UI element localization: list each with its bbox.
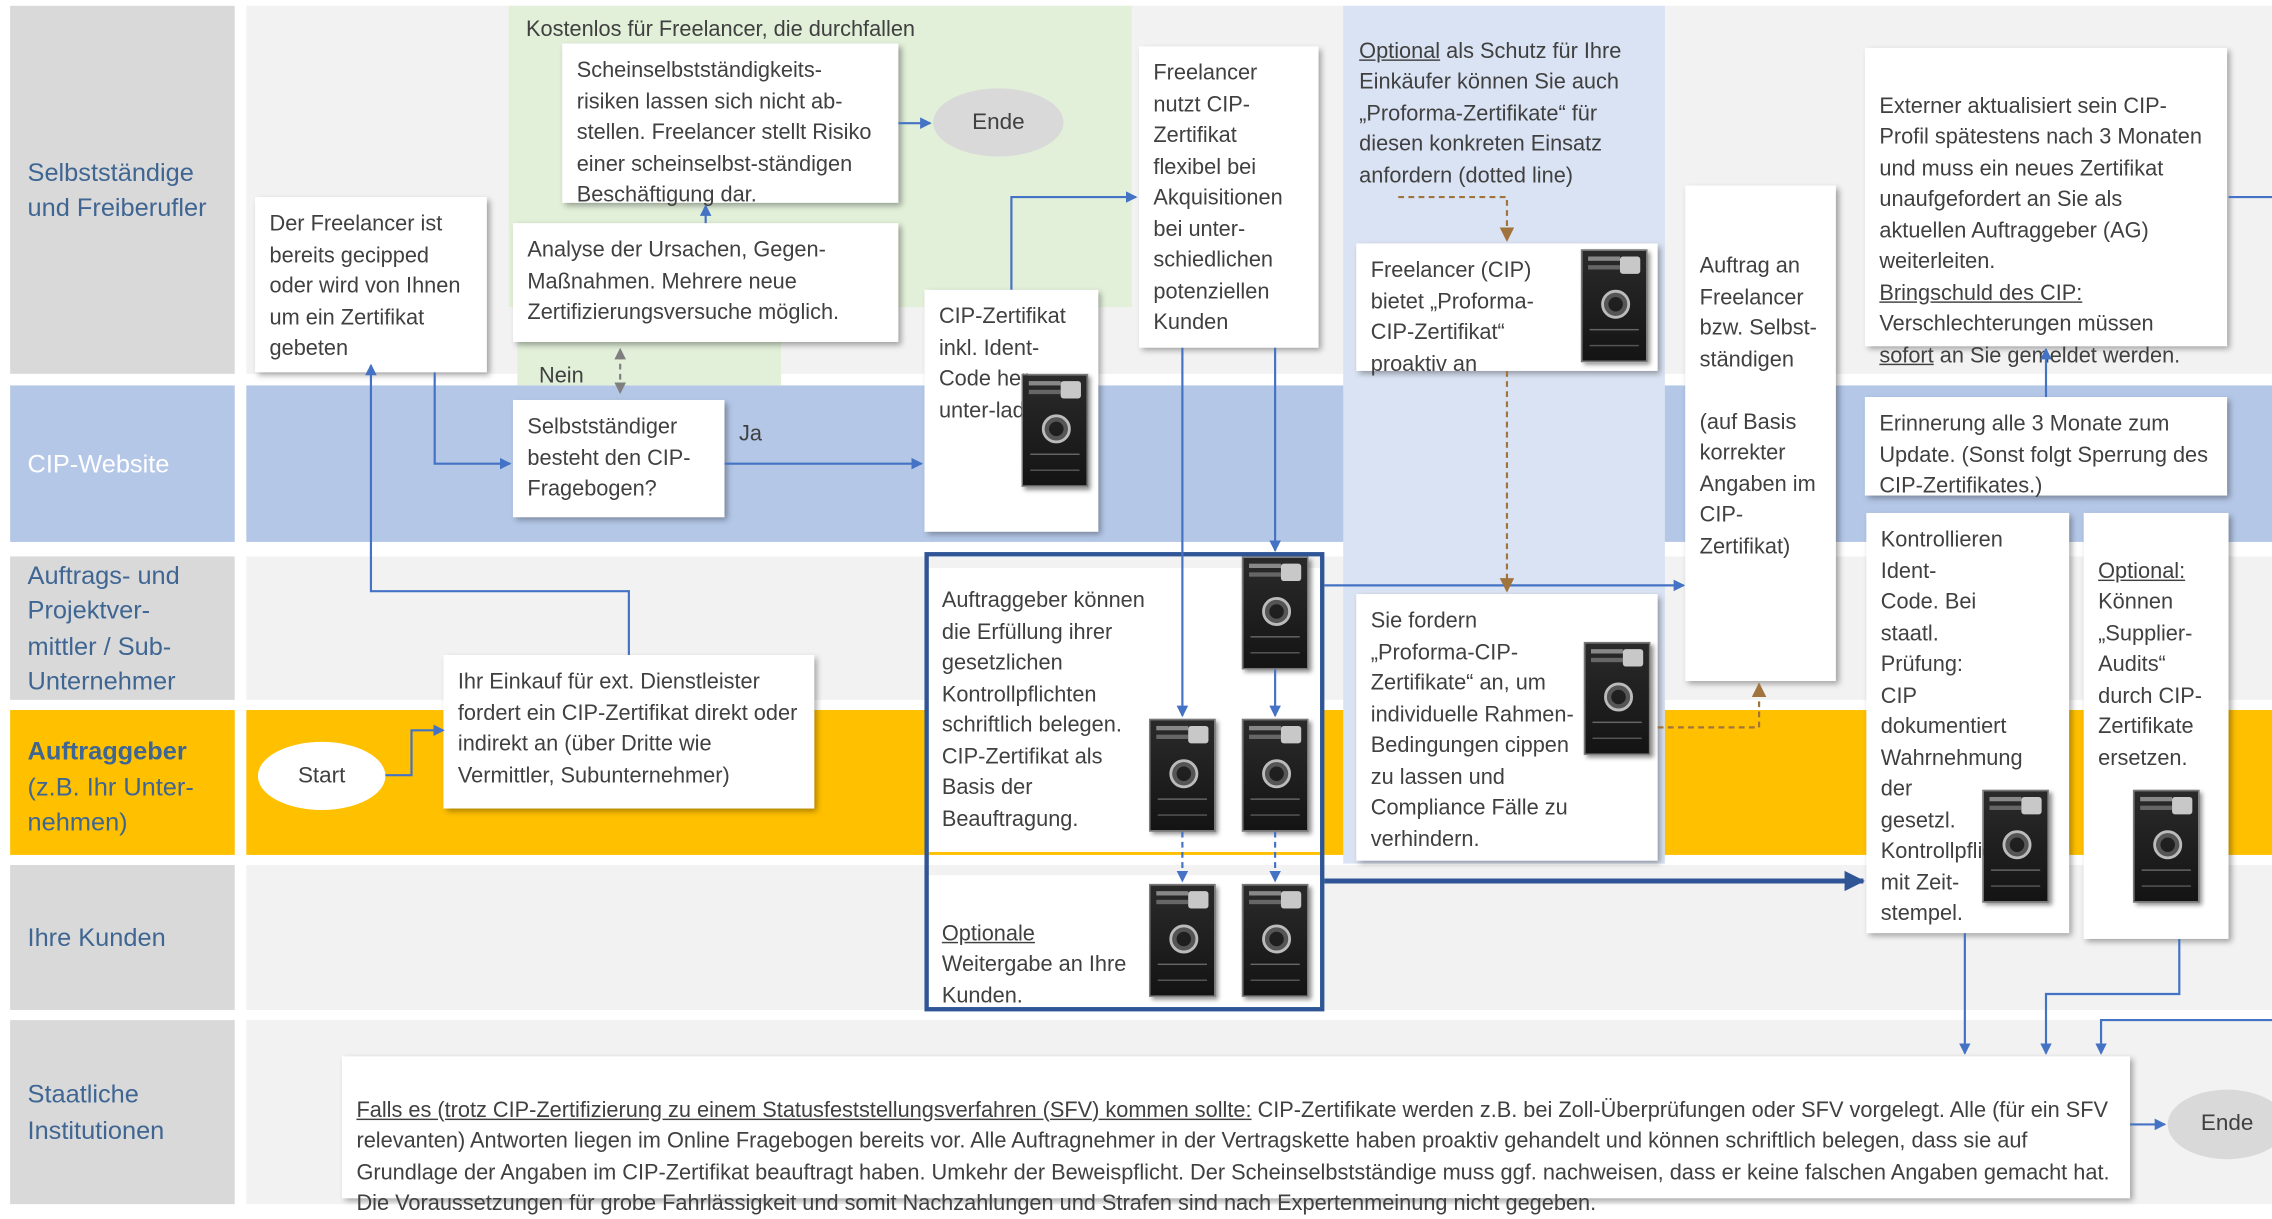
certificate-thumbnail xyxy=(1982,789,2049,903)
supplier-underline: Optional: xyxy=(2098,558,2186,584)
box-fragebogen: Selbstständiger besteht den CIP-Fragebog… xyxy=(512,399,725,518)
optional-text: als Schutz für Ihre Einkäufer können Sie… xyxy=(1359,38,1622,188)
bringschuld-sofort: sofort xyxy=(1879,342,1934,368)
lane-label-vermittler: Auftrags- und Projektver-mittler / Sub-U… xyxy=(10,556,235,700)
box-bereits-gecipped: Der Freelancer ist bereits gecipped oder… xyxy=(255,197,487,373)
box-einkauf: Ihr Einkauf für ext. Dienstleister forde… xyxy=(443,654,815,809)
sfv-underline: Falls es (trotz CIP-Zertifizierung zu ei… xyxy=(356,1097,1252,1123)
box-nutzt-flexibel: Freelancer nutzt CIP-Zertifikat flexibel… xyxy=(1138,46,1319,348)
terminal-start: Start xyxy=(257,741,386,810)
supplier-text: Können „Supplier-Audits“ durch CIP-Zerti… xyxy=(2098,589,2203,771)
arrow-start-to-einkauf xyxy=(385,724,445,777)
certificate-thumbnail xyxy=(1241,718,1309,832)
terminal-ende-bottom: Ende xyxy=(2167,1089,2272,1160)
lane-label-text: Auftraggeber xyxy=(27,736,187,766)
box-analyse: Analyse der Ursachen, Gegen-Maßnahmen. M… xyxy=(512,223,899,342)
box-zertifikat-download: CIP-Zertifikat inkl. Ident-Code her-unte… xyxy=(924,289,1099,532)
box-auftrag-an: Auftrag an Freelancer bzw. Selbst-ständi… xyxy=(1685,185,1836,682)
certificate-thumbnail xyxy=(2132,789,2200,903)
weitergabe-underline: Optionale xyxy=(941,920,1035,946)
lane-label-staat: Staatliche Institutionen xyxy=(10,1020,235,1205)
lane-label-website: CIP-Website xyxy=(10,385,235,542)
lane-label-freelancer: Selbstständige und Freiberufler xyxy=(10,5,235,374)
box-erinnerung: Erinnerung alle 3 Monate zum Update. (So… xyxy=(1864,397,2228,498)
weitergabe-text: Weitergabe an Ihre Kunden. xyxy=(941,951,1127,1008)
arrow-right-down xyxy=(2095,1019,2272,1055)
terminal-ende-top: Ende xyxy=(933,88,1064,157)
lane-label-text: Auftrags- und Projektver-mittler / Sub-U… xyxy=(27,560,180,696)
arrow-supplier-down xyxy=(2040,938,2181,1055)
lane-label-subtext: (z.B. Ihr Unter-nehmen) xyxy=(27,771,194,837)
arrow-optional-to-proforma xyxy=(1398,195,1515,242)
certificate-thumbnail xyxy=(1149,883,1216,997)
bringschuld-end: an Sie gemeldet werden. xyxy=(1933,342,2181,368)
flow-arrows xyxy=(365,117,2272,1131)
ja-label: Ja xyxy=(738,421,762,447)
frame-auftraggeber xyxy=(924,552,1325,1012)
arrow-gecipped-to-fragebogen xyxy=(433,372,512,470)
lane-label-auftraggeber: Auftraggeber (z.B. Ihr Unter-nehmen) xyxy=(10,710,235,855)
arrow-fordern-to-auftrag xyxy=(1657,682,1767,729)
certificate-thumbnail xyxy=(1241,883,1309,997)
nein-label: Nein xyxy=(539,363,584,389)
extern-text: Externer aktualisiert sein CIP-Profil sp… xyxy=(1879,93,2202,274)
lane-label-kunden: Ihre Kunden xyxy=(10,865,235,1010)
green-area-title: Kostenlos für Freelancer, die durchfalle… xyxy=(525,17,916,43)
lane-label-text: Ihre Kunden xyxy=(27,922,166,952)
bringschuld-text: Verschlechterungen müssen xyxy=(1879,311,2154,337)
arrow-einkauf-to-gecipped xyxy=(365,363,630,655)
text-optional-schutz: Optional als Schutz für Ihre Einkäufer k… xyxy=(1359,4,1657,191)
optional-underline: Optional xyxy=(1359,38,1441,64)
certificate-thumbnail xyxy=(1021,373,1089,487)
box-extern-aktualisiert: Externer aktualisiert sein CIP-Profil sp… xyxy=(1864,47,2228,367)
arrow-download-to-nutzt xyxy=(1010,191,1138,290)
dashed-arrows xyxy=(614,195,1767,883)
bringschuld-underline: Bringschuld des CIP: xyxy=(1879,280,2083,306)
box-proforma-fordern: Sie fordern „Proforma-CIP-Zertifikate“ a… xyxy=(1356,594,1658,861)
certificate-thumbnail xyxy=(1241,556,1309,670)
lane-label-text: CIP-Website xyxy=(27,448,170,478)
box-supplier-audits: Optional: Können „Supplier-Audits“ durch… xyxy=(2083,512,2229,939)
certificate-thumbnail xyxy=(1149,718,1216,832)
certificate-thumbnail xyxy=(1580,249,1648,363)
certificate-thumbnail xyxy=(1583,641,1651,755)
lane-label-text: Staatliche Institutionen xyxy=(27,1079,165,1144)
box-schein-risiko: Scheinselbstständigkeits-risiken lassen … xyxy=(562,43,899,207)
lane-label-text: Selbstständige und Freiberufler xyxy=(27,157,207,222)
